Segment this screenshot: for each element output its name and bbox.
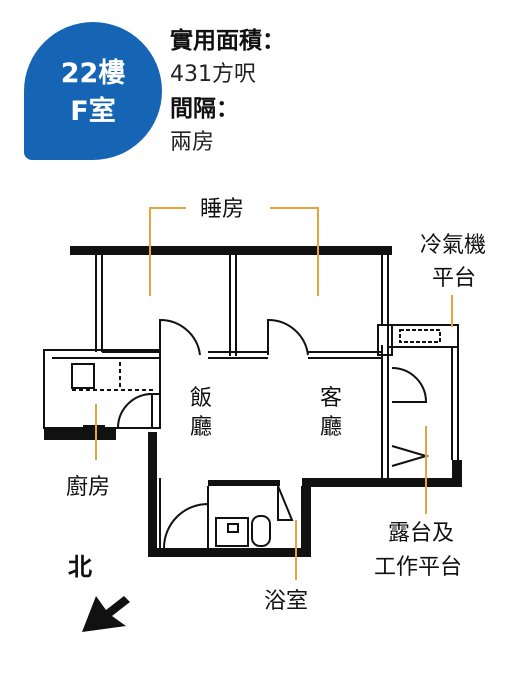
ac-platform-label-1: 冷氣機: [420, 233, 487, 258]
ac-platform-label-2: 平台: [432, 266, 477, 291]
toilet: [251, 515, 271, 547]
interior-walls: [43, 255, 459, 549]
kitchen-outline: [43, 349, 161, 429]
kitchen-stove: [83, 425, 105, 433]
layout-label: 間隔：: [170, 96, 239, 122]
area-value: 431方呎: [170, 62, 256, 87]
floor-number: 22樓: [60, 58, 126, 89]
leader-lines: [95, 207, 453, 580]
bathroom-entry-door: [163, 503, 209, 549]
dining-label-1: 飯: [190, 386, 213, 411]
layout-value: 兩房: [170, 130, 215, 155]
top-wall: [70, 246, 392, 255]
ac-pillar: [377, 324, 393, 356]
bottom-wall: [148, 548, 310, 557]
balcony-label-1: 露台及: [388, 521, 455, 546]
kitchen-label: 廚房: [66, 475, 111, 500]
bathroom-right-wall: [302, 478, 311, 557]
left-lower-wall: [148, 432, 157, 556]
kitchen-sink: [71, 363, 95, 389]
dining-label-2: 廳: [190, 415, 213, 440]
balcony-door: [391, 367, 428, 403]
balcony-sliding: [391, 445, 430, 467]
bedroom-2-leader: [270, 207, 319, 296]
north-label: 北: [68, 553, 92, 581]
bedroom-2-door: [267, 318, 309, 356]
bathroom-top-wall: [208, 480, 280, 486]
living-label-1: 客: [320, 386, 343, 411]
bedroom-1-leader: [149, 207, 186, 296]
area-label: 實用面積：: [170, 28, 285, 54]
balcony-label-2: 工作平台: [374, 555, 463, 580]
unit-badge: 22樓 F室: [24, 22, 162, 160]
north-arrow-icon: [82, 596, 130, 632]
flat-number: F室: [70, 96, 116, 127]
bedrooms-label: 睡房: [200, 197, 245, 222]
balcony-right-stub: [452, 460, 462, 487]
bathroom-door: [277, 485, 294, 521]
kitchen-door: [117, 392, 153, 429]
ac-platform: [387, 324, 459, 348]
kitchen-bottom-wall: [44, 428, 116, 440]
bathroom-label: 浴室: [264, 589, 309, 614]
balcony-bottom-wall: [302, 478, 462, 487]
bedroom-1-door: [159, 318, 201, 356]
bathroom-basin: [215, 517, 249, 547]
exterior-walls: [44, 246, 462, 557]
living-label-2: 廳: [320, 415, 343, 440]
